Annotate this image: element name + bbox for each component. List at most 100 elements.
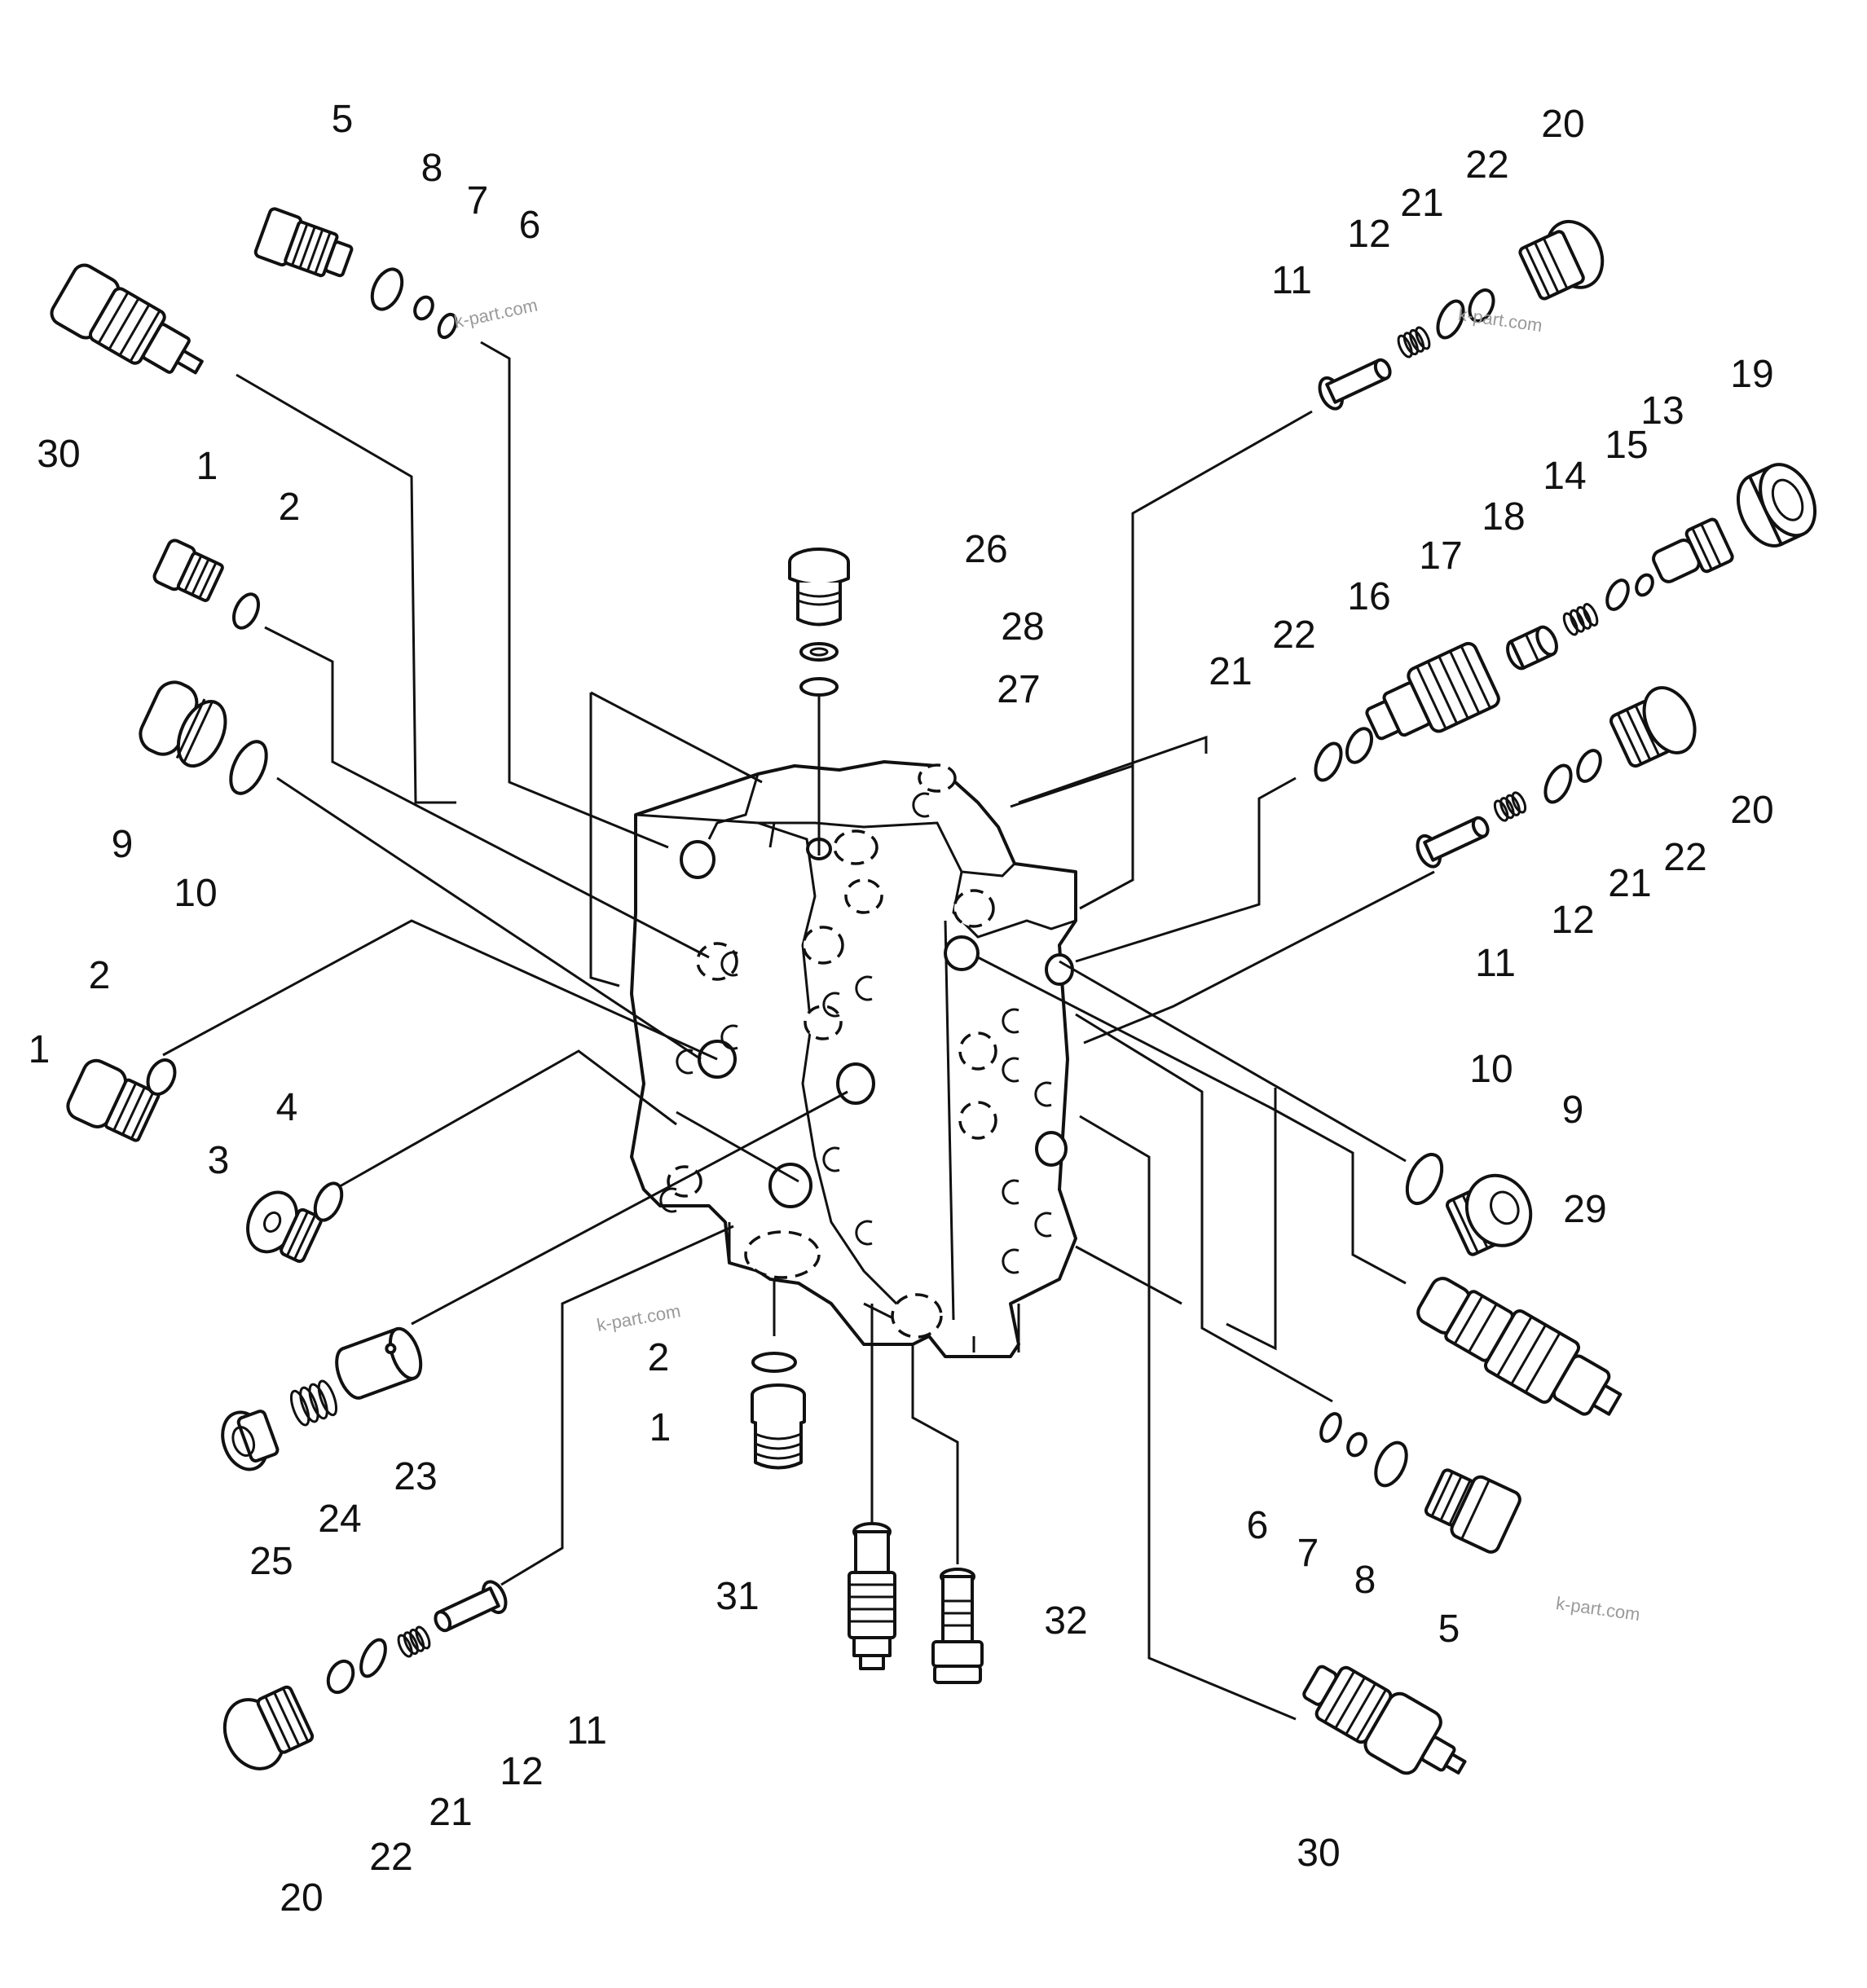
callout-number: 19 bbox=[1730, 353, 1773, 396]
port-hole bbox=[1035, 1131, 1068, 1167]
part-check-valve bbox=[931, 1568, 984, 1684]
callout-number: 5 bbox=[332, 98, 354, 141]
callout-number: 18 bbox=[1482, 495, 1525, 539]
leader-line bbox=[276, 776, 702, 1061]
callout-number: 9 bbox=[1562, 1089, 1584, 1132]
callout-number: 22 bbox=[1272, 614, 1315, 657]
callout-number: 2 bbox=[279, 486, 301, 529]
watermark-text: k-part.com bbox=[452, 295, 539, 332]
callout-number: 21 bbox=[1400, 182, 1443, 225]
port-hole bbox=[836, 1062, 875, 1105]
leader-line bbox=[1075, 1013, 1333, 1403]
callout-number: 6 bbox=[519, 204, 541, 247]
leader-line bbox=[1083, 870, 1435, 1045]
callout-number: 10 bbox=[174, 872, 217, 915]
callout-number: 12 bbox=[500, 1750, 543, 1793]
callout-number: 23 bbox=[394, 1455, 437, 1498]
watermark-text: k-part.com bbox=[1555, 1593, 1641, 1625]
leader-line bbox=[911, 1344, 959, 1564]
part-plug bbox=[222, 1685, 315, 1770]
part-solenoid-valve bbox=[1416, 1277, 1623, 1416]
part-o-ring bbox=[146, 1058, 177, 1096]
callout-number: 7 bbox=[467, 179, 489, 222]
part-plug bbox=[66, 1058, 161, 1142]
watermark-text: k-part.com bbox=[595, 1300, 682, 1335]
leader-line bbox=[1018, 735, 1208, 804]
callout-number: 5 bbox=[1438, 1608, 1460, 1651]
part-relief-valve bbox=[1365, 641, 1500, 741]
callout-number: 12 bbox=[1347, 213, 1390, 256]
part-washer-hole bbox=[809, 647, 829, 657]
valve-body-divider bbox=[944, 920, 975, 1352]
port bbox=[918, 763, 957, 793]
callout-number: 20 bbox=[1730, 789, 1773, 832]
leader-line bbox=[1075, 776, 1297, 963]
part-washer bbox=[1468, 288, 1495, 323]
callout-number: 21 bbox=[1608, 862, 1651, 905]
part-nut bbox=[1736, 463, 1817, 548]
part-poppet bbox=[434, 1580, 508, 1633]
port bbox=[844, 878, 883, 914]
leader-line bbox=[333, 1049, 677, 1191]
callout-number: 9 bbox=[112, 823, 134, 866]
part-plug bbox=[751, 1383, 806, 1470]
leader-line bbox=[1079, 766, 1134, 910]
part-piston bbox=[1506, 625, 1558, 671]
leader-line bbox=[1079, 1115, 1297, 1721]
callout-number: 4 bbox=[276, 1086, 298, 1129]
port bbox=[833, 829, 878, 865]
part-check-valve bbox=[848, 1522, 896, 1670]
part-o-ring bbox=[313, 1181, 344, 1222]
part-sleeve bbox=[335, 1326, 423, 1400]
callout-number: 31 bbox=[716, 1575, 759, 1618]
valve-body-top-edge bbox=[758, 821, 1016, 877]
part-o-ring bbox=[437, 312, 458, 340]
part-washer bbox=[799, 642, 839, 662]
callout-number: 13 bbox=[1640, 389, 1684, 433]
part-o-ring bbox=[1319, 1412, 1342, 1443]
port bbox=[891, 1293, 943, 1339]
port bbox=[958, 1031, 997, 1071]
port bbox=[953, 889, 995, 928]
part-o-ring bbox=[370, 267, 404, 311]
cast-mark bbox=[659, 792, 1052, 1274]
callout-number: 20 bbox=[1541, 103, 1584, 146]
callout-number: 7 bbox=[1297, 1532, 1319, 1575]
part-plug bbox=[1424, 1468, 1521, 1554]
leader-line bbox=[264, 626, 710, 959]
port bbox=[696, 942, 738, 981]
callout-number: 20 bbox=[280, 1876, 323, 1920]
callout-number: 1 bbox=[649, 1406, 672, 1449]
part-plug bbox=[246, 1190, 323, 1263]
part-spring bbox=[397, 1625, 431, 1658]
callout-number: 11 bbox=[566, 1709, 607, 1753]
callout-number: 30 bbox=[1297, 1832, 1340, 1875]
callout-number: 28 bbox=[1001, 605, 1044, 649]
part-o-ring bbox=[1374, 1440, 1408, 1488]
port-hole bbox=[680, 840, 716, 879]
leader-line bbox=[590, 691, 763, 784]
part-cap bbox=[221, 1410, 280, 1471]
port-hole bbox=[944, 935, 980, 971]
callout-number: 8 bbox=[421, 147, 443, 190]
callout-number: 3 bbox=[208, 1139, 230, 1182]
part-o-ring bbox=[413, 295, 434, 321]
valve-body bbox=[630, 760, 1077, 1358]
leader-line bbox=[1010, 410, 1313, 808]
part-washer bbox=[326, 1659, 355, 1695]
part-plug bbox=[1445, 1173, 1533, 1256]
part-o-ring bbox=[1314, 741, 1343, 782]
part-o-ring bbox=[231, 592, 261, 630]
part-o-ring bbox=[1436, 299, 1465, 340]
part-o-ring bbox=[1543, 763, 1573, 804]
callout-number: 6 bbox=[1247, 1504, 1269, 1547]
leader-line bbox=[162, 919, 718, 1061]
callout-number: 17 bbox=[1419, 534, 1462, 578]
leader-line bbox=[676, 1111, 799, 1183]
port-hole bbox=[768, 1163, 812, 1208]
leader-line bbox=[236, 373, 456, 804]
leader-lines bbox=[162, 341, 1435, 1721]
part-washer bbox=[1345, 727, 1374, 764]
